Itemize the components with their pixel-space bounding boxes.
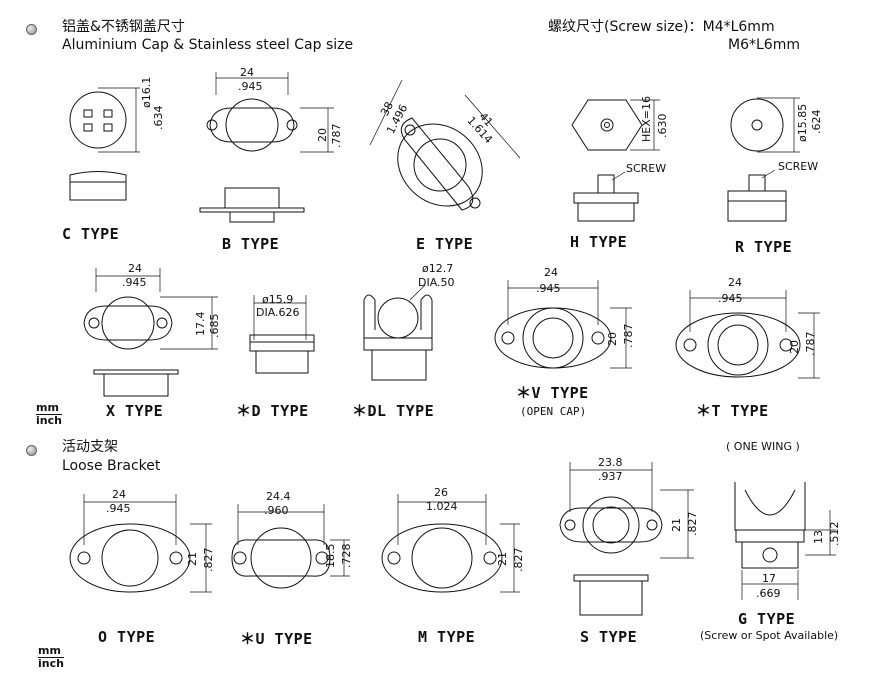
dim-label: DIA.50 — [418, 276, 455, 289]
g-type-sublabel: (Screw or Spot Available) — [700, 629, 839, 642]
screw-size-label: 螺纹尺寸(Screw size)：M4*L6mm — [548, 19, 775, 35]
o-type-drawing — [69, 494, 212, 593]
cap-header-en: Aluminium Cap & Stainless steel Cap size — [62, 37, 354, 53]
dim-label: 23.8 — [598, 456, 623, 469]
dl-type-drawing — [363, 284, 433, 381]
b-type-label: B TYPE — [222, 235, 280, 253]
dim-label: .945 — [122, 276, 147, 289]
bullet-icon — [26, 24, 37, 35]
dim-label: 24 — [112, 488, 126, 501]
dim-label: 20 — [316, 128, 329, 142]
dim-label: 20 — [788, 340, 801, 354]
dim-label: .787 — [804, 331, 817, 357]
t-type-label: ＊T TYPE — [696, 402, 769, 420]
dim-label: .512 — [828, 521, 841, 547]
dim-label: 24 — [128, 262, 142, 275]
e-type-label: E TYPE — [416, 235, 474, 253]
unit-inch: inch — [38, 657, 64, 670]
screw-size-line2: M6*L6mm — [728, 37, 800, 53]
h-type-label: H TYPE — [570, 233, 628, 251]
dim-label: .945 — [718, 292, 743, 305]
screw-label: SCREW — [626, 162, 667, 175]
dim-label: .827 — [686, 511, 699, 537]
c-type-label: C TYPE — [62, 225, 120, 243]
dim-label: 18.5 — [324, 543, 337, 569]
h-type-drawing — [571, 99, 660, 222]
dim-label: 26 — [434, 486, 448, 499]
screw-label: SCREW — [778, 160, 819, 173]
dim-label: 24 — [240, 66, 254, 79]
o-type-label: O TYPE — [98, 628, 156, 646]
dim-label: .634 — [152, 105, 165, 131]
dim-label: 1.024 — [426, 500, 458, 513]
s-type-label: S TYPE — [580, 628, 638, 646]
dim-label: HEX=16 — [640, 96, 653, 142]
dim-label: 17.4 — [194, 311, 207, 337]
d-type-drawing — [249, 295, 315, 374]
v-type-drawing — [494, 280, 632, 369]
dim-label: .945 — [536, 282, 561, 295]
dim-label: .787 — [330, 123, 343, 149]
dim-label: 13 — [812, 530, 825, 544]
dim-label: ø12.7 — [422, 262, 454, 275]
bullet-icon — [26, 445, 37, 456]
unit-mm: mm — [36, 402, 62, 415]
dim-label: .827 — [202, 547, 215, 573]
x-type-drawing — [83, 268, 218, 397]
g-type-drawing — [734, 482, 836, 600]
dim-label: .685 — [208, 313, 221, 339]
v-type-label: ＊V TYPE — [516, 384, 589, 402]
r-type-drawing — [727, 97, 800, 222]
dim-label: .937 — [598, 470, 623, 483]
dim-label: 20 — [606, 332, 619, 346]
dim-label: .945 — [106, 502, 131, 515]
unit-mm: mm — [38, 645, 64, 658]
m-type-drawing — [381, 494, 520, 593]
dim-label: 21 — [670, 518, 683, 532]
bracket-header-cn: 活动支架 — [62, 439, 118, 455]
e-type-drawing — [369, 79, 521, 211]
b-type-drawing — [199, 72, 334, 223]
x-type-label: X TYPE — [106, 402, 164, 420]
c-type-drawing — [69, 87, 140, 201]
d-type-label: ＊D TYPE — [236, 402, 309, 420]
dim-label: .669 — [756, 587, 781, 600]
dim-label: 21 — [496, 552, 509, 566]
m-type-label: M TYPE — [418, 628, 476, 646]
dim-label: 24 — [728, 276, 742, 289]
dim-label: .827 — [512, 547, 525, 573]
dim-label: ø15.9 — [262, 293, 294, 306]
dim-label: .728 — [340, 543, 353, 569]
v-type-sublabel: (OPEN CAP) — [520, 405, 587, 418]
dim-label: ø16.1 — [140, 76, 153, 108]
dim-label: ø15.85 — [796, 103, 809, 142]
dim-label: .630 — [656, 113, 669, 139]
t-type-drawing — [675, 290, 820, 379]
r-type-label: R TYPE — [735, 238, 793, 256]
s-type-drawing — [559, 462, 694, 616]
dim-label: .960 — [264, 504, 289, 517]
dim-label: .787 — [622, 323, 635, 349]
bracket-header-en: Loose Bracket — [62, 458, 161, 474]
dl-type-label: ＊DL TYPE — [352, 402, 435, 420]
g-type-top-note: ( ONE WING ) — [726, 440, 800, 453]
dim-label: .624 — [810, 109, 823, 135]
dim-label: 24.4 — [266, 490, 291, 503]
unit-inch: inch — [36, 414, 62, 427]
cap-header-cn: 铝盖&不锈钢盖尺寸 — [62, 19, 185, 35]
u-type-drawing — [231, 504, 350, 589]
unit-marker: mm inch — [36, 402, 62, 427]
dim-label: 17 — [762, 572, 776, 585]
dim-label: 24 — [544, 266, 558, 279]
unit-marker: mm inch — [38, 645, 64, 670]
u-type-label: ＊U TYPE — [240, 630, 313, 648]
g-type-label: G TYPE — [738, 610, 796, 628]
dim-label: 21 — [186, 552, 199, 566]
dim-label: .945 — [238, 80, 263, 93]
dim-label: DIA.626 — [256, 306, 300, 319]
